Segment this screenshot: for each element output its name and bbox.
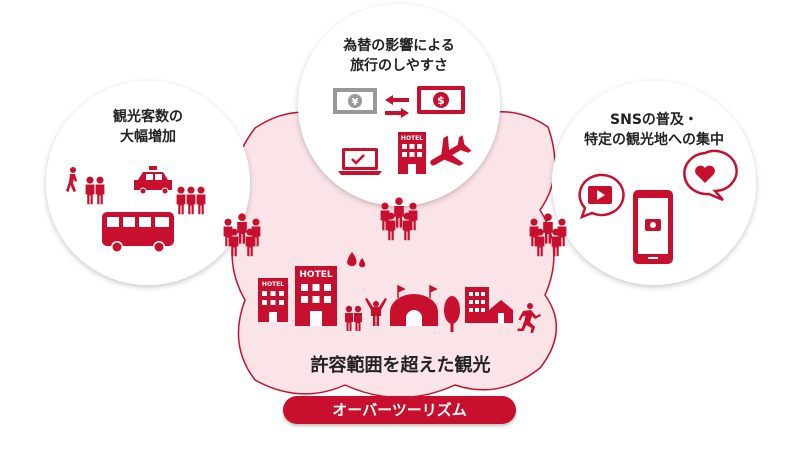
- tourist-increase-line2: 大幅増加: [120, 129, 176, 145]
- dollar-banknote-icon: $: [417, 86, 465, 114]
- yen-banknote-icon: ¥: [333, 88, 377, 114]
- tourist-increase-label: 観光客数の 大幅増加: [48, 107, 248, 147]
- circle-exchange-rate: [298, 4, 500, 206]
- running-person-icon: [517, 303, 541, 333]
- cheering-person-icon: [365, 298, 387, 326]
- heart-bubble-icon: [683, 149, 738, 202]
- hotel-icon: HOTEL: [258, 278, 288, 322]
- tourist-increase-line1: 観光客数の: [113, 109, 183, 125]
- sns-line1: SNSの普及・: [610, 112, 698, 128]
- video-bubble-icon: [578, 173, 625, 220]
- exchange-arrows-icon: [385, 95, 409, 118]
- walking-person-icon: [66, 167, 77, 192]
- smartphone-icon: [633, 190, 673, 264]
- exchange-rate-line2: 旅行のしやすさ: [350, 58, 448, 74]
- stadium-icon: [390, 284, 438, 326]
- yen-symbol: ¥: [352, 97, 359, 108]
- taxi-icon: [134, 166, 172, 195]
- overtourism-badge: オーバーツーリズム: [283, 396, 516, 424]
- circle-sns: [552, 81, 756, 285]
- tree-icon: [444, 296, 460, 332]
- hotel-sign: HOTEL: [262, 281, 284, 288]
- airplane-icon: [430, 135, 472, 166]
- bus-icon: [102, 212, 174, 253]
- exchange-rate-label: 為替の影響による 旅行のしやすさ: [299, 36, 499, 76]
- exchange-rate-line1: 為替の影響による: [343, 38, 455, 54]
- sweat-drops-icon: [347, 252, 366, 268]
- hotel-icon: HOTEL: [398, 132, 426, 174]
- dollar-symbol: $: [437, 94, 445, 107]
- sns-label: SNSの普及・ 特定の観光地への集中: [554, 110, 754, 150]
- building-icon: [465, 287, 489, 323]
- sns-line2: 特定の観光地への集中: [584, 132, 724, 148]
- laptop-icon: [338, 148, 382, 175]
- house-icon: [489, 300, 513, 323]
- hotel-icon: HOTEL: [295, 266, 337, 326]
- main-title: 許容範囲を超えた観光: [310, 355, 491, 376]
- hotel-sign: HOTEL: [299, 270, 332, 280]
- hotel-sign: HOTEL: [401, 135, 423, 142]
